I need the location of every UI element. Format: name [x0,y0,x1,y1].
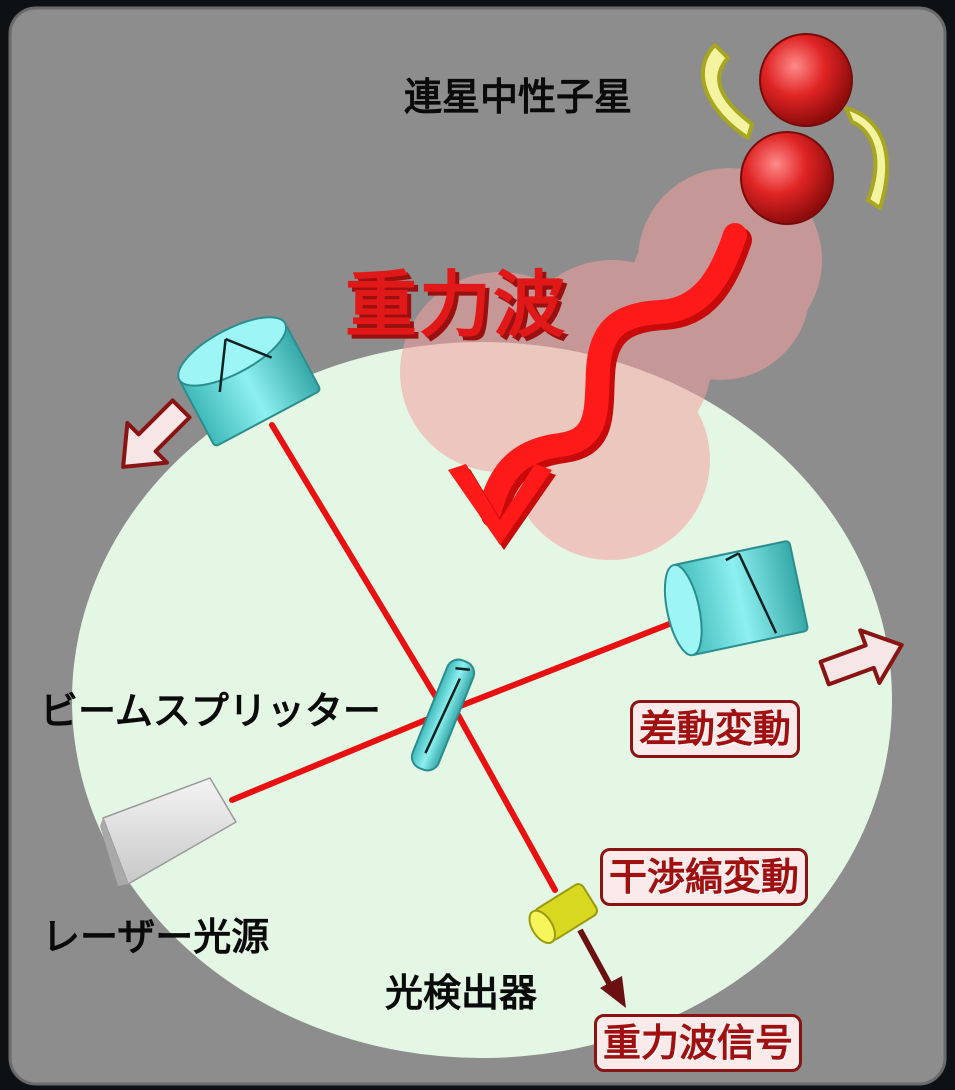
mirror-icon [177,316,321,447]
wave-circle [510,360,710,560]
laser-beam [455,712,558,893]
beam-splitter-icon [410,658,476,772]
neutron-star-icon [740,131,834,225]
laser-box-icon [100,773,238,886]
gravitational-wave-label: 重力波 [345,263,568,347]
wave-arrow-icon [448,223,752,550]
photodetector-label: 光検出器 [385,971,538,1015]
fringe-change-tag: 干渉縞変動 [600,848,809,906]
laser-beam [269,422,448,715]
hollow-arrow-icon [818,628,904,687]
beam-splitter-label: ビームスプリッター [40,689,381,733]
mirror-icon [663,540,809,657]
laser-beam [229,709,448,803]
orbit-arc-icon [700,43,890,210]
signal-arrow-icon [577,928,626,1008]
laser-beams [229,422,703,893]
differential-change-tag: 差動変動 [630,700,801,758]
hollow-arrow-icon [121,398,192,469]
gw-signal-tag: 重力波信号 [594,1014,803,1072]
laser-source-label: レーザー光源 [42,915,270,959]
binary-stars-label: 連星中性子星 [404,75,633,119]
neutron-star-icon [759,33,853,127]
detector-icon [528,883,599,944]
laser-beam [442,609,703,715]
